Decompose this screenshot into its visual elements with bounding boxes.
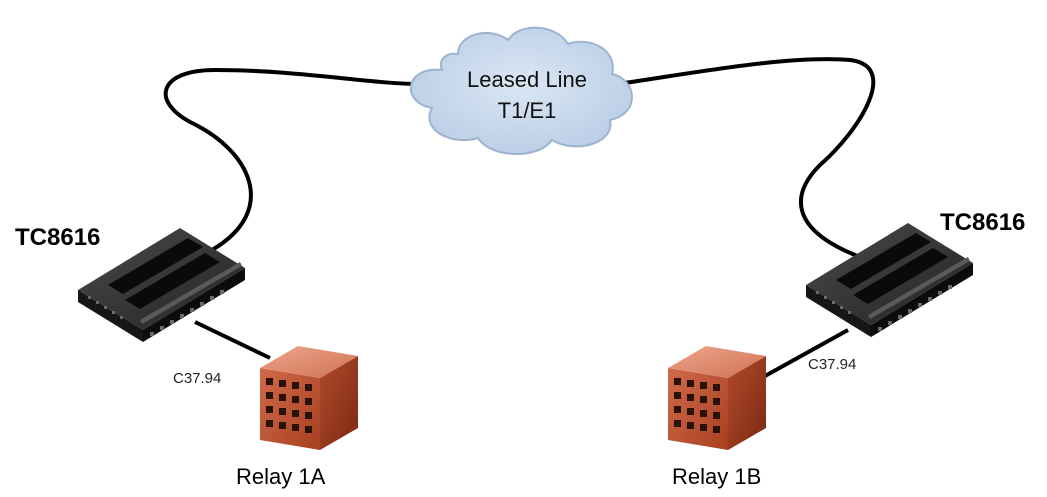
relay-cube-icon [668,346,766,450]
right-link-label: C37.94 [808,356,857,373]
right-relay-label: Relay 1B [672,464,762,489]
tc8616-device-icon [806,223,973,337]
cloud-label: Leased Line T1/E1 [444,64,610,126]
cable-left-to-cloud [163,67,421,252]
link-left-device-to-relay [194,320,271,360]
cable-cloud-to-right [617,57,876,259]
left-link-label: C37.94 [173,370,222,387]
left-relay-label: Relay 1A [236,464,326,489]
link-right-device-to-relay [764,328,849,378]
relay-cube-icon [260,346,358,450]
cloud-icon [409,26,633,155]
right-device-label: TC8616 [940,209,1026,236]
cloud-label-line2: T1/E1 [497,98,557,123]
cloud-label-line1: Leased Line [467,67,587,92]
tc8616-device-icon [78,228,245,342]
left-device-label: TC8616 [15,224,101,251]
